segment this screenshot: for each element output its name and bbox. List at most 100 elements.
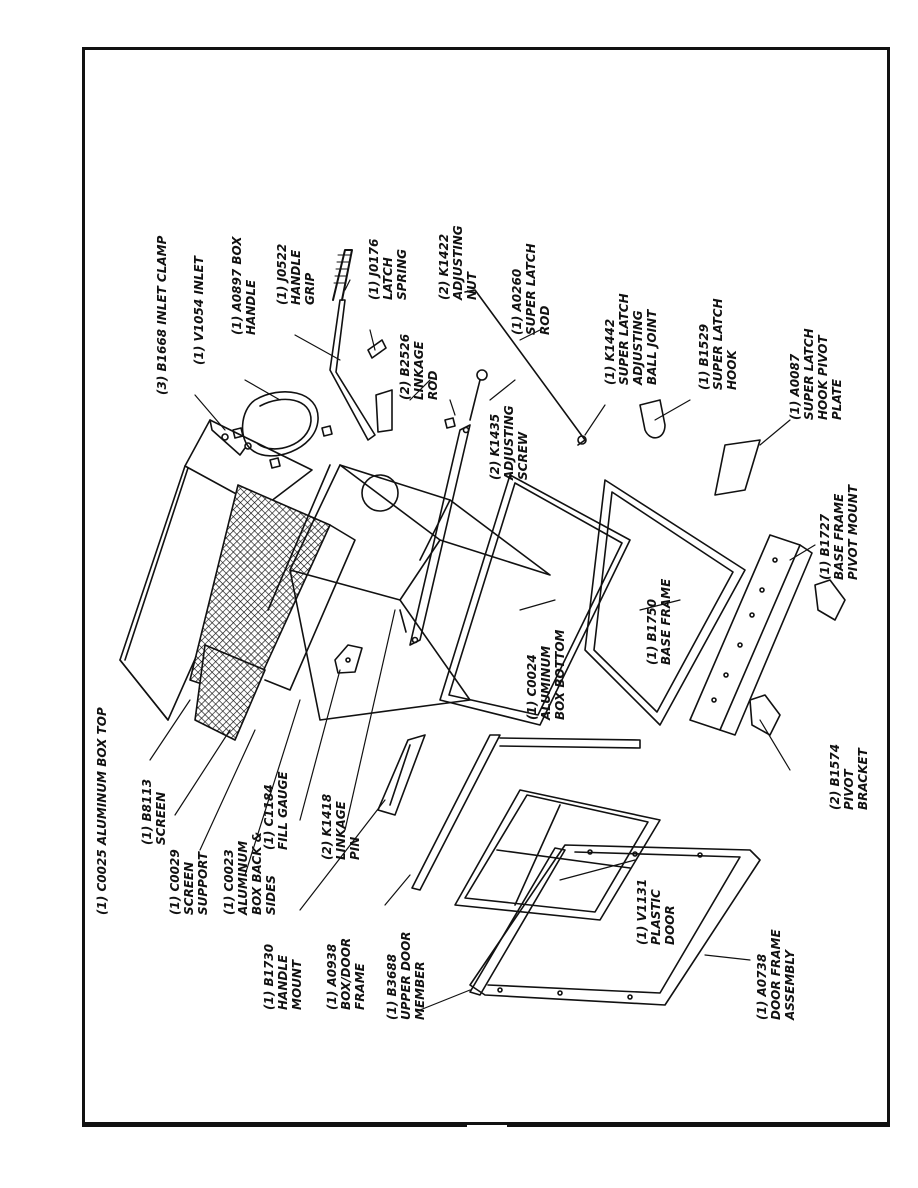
part-label-line: (1) A0260 bbox=[510, 268, 524, 335]
ball-joint-part bbox=[577, 435, 587, 445]
part-label-line: PIVOT MOUNT bbox=[846, 484, 860, 580]
part-label-line: ADJUSTING bbox=[631, 310, 645, 385]
part-label-line: LINKAGE bbox=[334, 801, 348, 860]
plastic-door-part bbox=[454, 789, 661, 921]
part-label-line: MEMBER bbox=[413, 961, 427, 1020]
part-label-line: BASE FRAME bbox=[659, 578, 673, 665]
part-label-line: (1) B1750 bbox=[645, 598, 659, 665]
part-label-line: MOUNT bbox=[290, 959, 304, 1010]
footer-rule-right bbox=[507, 1124, 890, 1127]
part-label-line: SUPER LATCH bbox=[802, 328, 816, 420]
adjusting-screw-part bbox=[444, 369, 488, 429]
part-label-line: HOOK PIVOT bbox=[816, 335, 830, 420]
part-label-inlet: (1) V1054 INLET bbox=[192, 256, 206, 365]
part-label-line: PIN bbox=[348, 836, 362, 860]
part-label-line: (2) K1418 bbox=[320, 793, 334, 860]
part-label-line: (1) B1730 bbox=[262, 943, 276, 1010]
part-label-line: SUPER LATCH bbox=[524, 243, 538, 335]
part-label-line: ALUMINUM bbox=[539, 645, 553, 720]
part-label-line: PIVOT bbox=[842, 769, 856, 810]
part-label-line: BRACKET bbox=[856, 748, 870, 810]
part-label-line: (1) A0738 bbox=[755, 953, 769, 1020]
part-label-line: (1) J0176 bbox=[367, 238, 381, 300]
part-label-line: (1) V1131 bbox=[635, 878, 649, 945]
part-label-line: SPRING bbox=[395, 248, 409, 300]
linkage-pin-part bbox=[399, 609, 407, 633]
part-label-line: (1) A0938 bbox=[325, 943, 339, 1010]
upper-frame-rail bbox=[499, 737, 641, 749]
part-label-line: HOOK bbox=[725, 350, 739, 390]
part-label-line: (1) K1442 bbox=[603, 318, 617, 385]
part-label-line: (2) B1574 bbox=[828, 743, 842, 810]
part-label-line: ADJUSTING bbox=[451, 225, 465, 300]
linkage-rod-part bbox=[409, 424, 471, 646]
part-label-line: ASSEMBLY bbox=[783, 950, 797, 1020]
box-door-frame-part bbox=[411, 734, 501, 891]
part-label-line: PLATE bbox=[830, 379, 844, 420]
box-back-part bbox=[267, 464, 551, 721]
base-frame-part bbox=[584, 479, 746, 726]
part-label-line: LATCH bbox=[381, 257, 395, 300]
part-label-box-top: (1) C0025 ALUMINUM BOX TOP bbox=[95, 707, 109, 915]
part-label-line: DOOR bbox=[663, 905, 677, 945]
part-label-line: DOOR FRAME bbox=[769, 929, 783, 1020]
part-label-line: FILL GAUGE bbox=[276, 771, 290, 850]
part-label-line: (3) B1668 INLET CLAMP bbox=[155, 235, 169, 395]
super-latch-rod-part bbox=[464, 289, 586, 446]
part-label-line: (1) A0087 bbox=[788, 353, 802, 420]
part-label-line: HANDLE bbox=[244, 279, 258, 335]
part-label-line: SUPER LATCH bbox=[617, 293, 631, 385]
pivot-mount-part bbox=[689, 534, 813, 736]
part-label-line: (1) A0897 BOX bbox=[230, 236, 244, 335]
footer-rule-left bbox=[82, 1124, 467, 1127]
part-label-line: (1) C0025 ALUMINUM BOX TOP bbox=[95, 707, 109, 915]
part-label-line: (2) B2526 bbox=[398, 333, 412, 400]
upper-door-member-part bbox=[469, 847, 566, 996]
part-label-line: (1) B1727 bbox=[818, 513, 832, 580]
part-label-line: HANDLE bbox=[276, 954, 290, 1010]
part-label-line: ROD bbox=[426, 370, 440, 400]
part-label-line: SUPER LATCH bbox=[711, 298, 725, 390]
part-label-line: (1) C0023 bbox=[222, 849, 236, 915]
screen-part bbox=[189, 484, 356, 741]
part-label-line: HANDLE bbox=[289, 249, 303, 305]
hook-pivot-plate-part bbox=[714, 439, 761, 496]
part-label-line: (1) C1184 bbox=[262, 784, 276, 850]
part-label-line: LINKAGE bbox=[412, 341, 426, 400]
part-label-line: GRIP bbox=[303, 272, 317, 305]
fill-gauge-part bbox=[334, 644, 363, 674]
part-label-line: (2) K1422 bbox=[437, 233, 451, 300]
part-label-line: (1) B8113 bbox=[140, 778, 154, 845]
part-label-line: (1) B3688 bbox=[385, 953, 399, 1020]
leader-lines bbox=[149, 279, 816, 1011]
part-label-line: SCREEN bbox=[154, 791, 168, 845]
part-label-line: ADJUSTING bbox=[502, 405, 516, 480]
part-label-line: (1) B1529 bbox=[697, 323, 711, 390]
part-label-line: (1) C0024 bbox=[525, 654, 539, 720]
pivot-bracket-part bbox=[749, 579, 846, 736]
part-label-line: (1) C0029 bbox=[168, 849, 182, 915]
part-label-line: BOX/DOOR bbox=[339, 937, 353, 1010]
inlet-part bbox=[232, 391, 333, 469]
box-bottom-part bbox=[439, 474, 631, 726]
part-label-line: BALL JOINT bbox=[645, 309, 659, 385]
